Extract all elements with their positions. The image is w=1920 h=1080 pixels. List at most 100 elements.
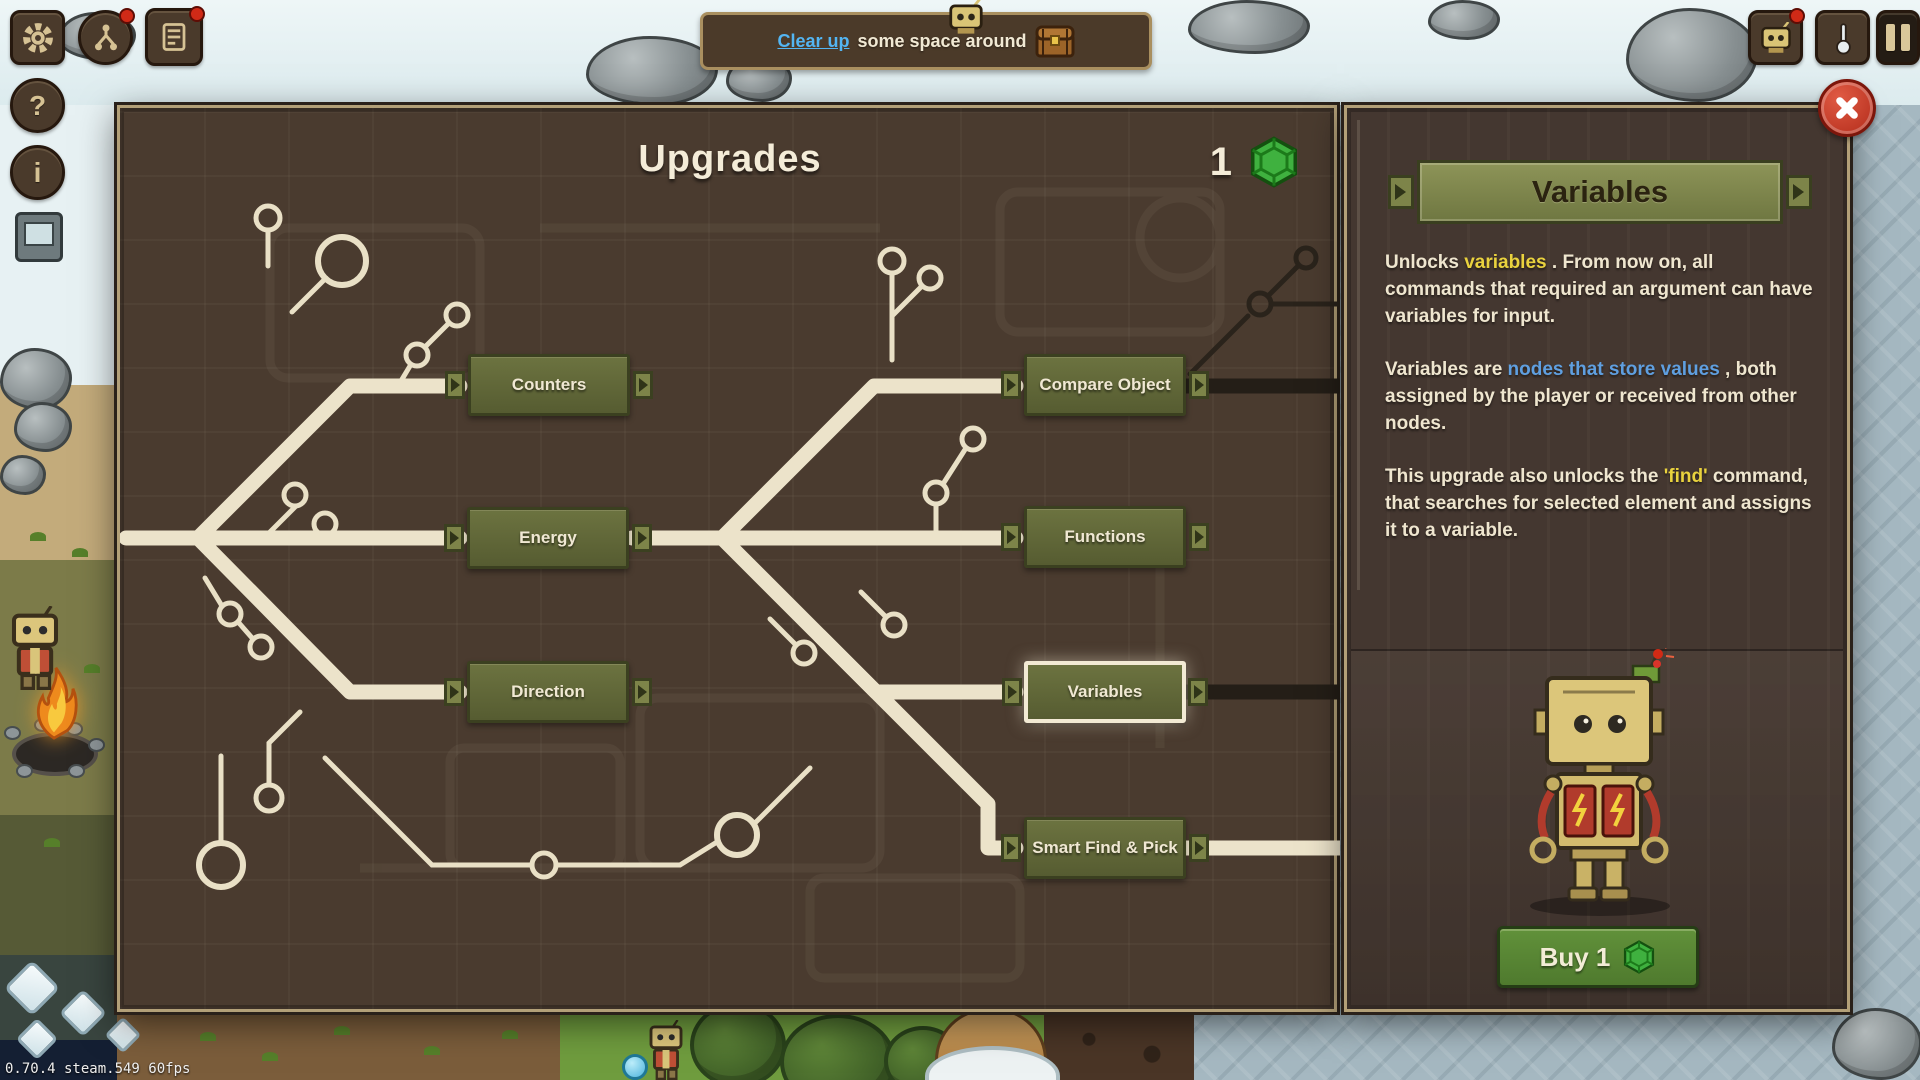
tree: [690, 1002, 786, 1080]
robot-character: [642, 1020, 690, 1080]
node-connector-tab: [633, 371, 653, 399]
grass-tuft: [334, 1026, 350, 1035]
detail-paragraph: Variables are nodes that store values , …: [1385, 358, 1797, 434]
rock: [1428, 0, 1500, 40]
node-label: Counters: [511, 375, 587, 394]
campfire-stone: [4, 726, 21, 740]
research-button[interactable]: [78, 8, 135, 65]
buy-button[interactable]: Buy 1: [1497, 926, 1699, 988]
campfire-stone: [88, 738, 105, 752]
upgrades-title: Upgrades: [638, 138, 822, 180]
node-label: Functions: [1064, 527, 1146, 546]
terrain-dirt-bottom: [117, 1012, 562, 1080]
rock: [0, 455, 46, 495]
node-connector-tab: [1189, 371, 1209, 399]
node-connector-tab: [444, 678, 464, 706]
node-connector-tab: [444, 524, 464, 552]
upgrade-node-direction[interactable]: Direction: [444, 661, 652, 723]
notification-dot: [1789, 8, 1805, 24]
terrain-dark-left: [0, 815, 117, 955]
chest-icon: [1035, 23, 1075, 59]
upgrade-node-smart-find-pick[interactable]: Smart Find & Pick: [1001, 817, 1209, 879]
grass-tuft: [502, 1030, 518, 1039]
pause-icon: [1886, 24, 1895, 51]
monument-display: [24, 222, 54, 246]
pause-icon: [1901, 24, 1910, 51]
tech-tree-icon: [94, 24, 117, 50]
close-icon: [1836, 97, 1858, 119]
upgrade-detail-panel: Variables Unlocks variables . From now o…: [1344, 105, 1850, 1012]
robot-illustration: [1529, 648, 1675, 916]
version-text: 0.70.4 steam.549 60fps: [5, 1061, 191, 1077]
robot-head-icon: [1758, 22, 1794, 54]
node-connector-tab: [1388, 175, 1414, 209]
node-label: Energy: [519, 528, 577, 547]
upgrade-node-functions[interactable]: Functions: [1001, 506, 1209, 568]
robot-character: [2, 606, 68, 690]
gear-icon: [22, 22, 53, 53]
terrain-soil-patch: [1044, 1012, 1194, 1080]
list-icon: [162, 23, 186, 51]
node-connector-tab: [1002, 678, 1022, 706]
rock: [0, 348, 72, 410]
grass-tuft: [84, 664, 100, 673]
robot-head-icon: [945, 0, 987, 35]
grass-tuft: [72, 548, 88, 557]
question-icon: ?: [28, 89, 47, 121]
gem-icon: [1248, 136, 1300, 188]
node-connector-tab: [632, 524, 652, 552]
temperature-button[interactable]: [1815, 10, 1870, 65]
detail-title-bar: Variables: [1388, 160, 1812, 224]
upgrade-node-counters[interactable]: Counters: [445, 354, 653, 416]
info-button[interactable]: i: [10, 145, 65, 200]
node-connector-tab: [1001, 523, 1021, 551]
blue-orb: [622, 1054, 648, 1080]
gem-icon: [1622, 940, 1656, 974]
campfire-stone: [16, 764, 33, 778]
settings-button[interactable]: [10, 10, 65, 65]
buy-button-label: Buy 1: [1539, 941, 1611, 972]
upgrade-node-compare-object[interactable]: Compare Object: [1001, 354, 1209, 416]
rock: [1832, 1008, 1920, 1080]
upgrades-panel: Upgrades 1: [117, 105, 1340, 1012]
node-label: Variables: [1067, 682, 1143, 701]
pause-button[interactable]: [1876, 10, 1920, 65]
notification-banner: Clear up some space around: [700, 12, 1152, 70]
rock: [14, 402, 72, 452]
grass-tuft: [44, 838, 60, 847]
node-connector-tab: [1189, 523, 1209, 551]
notification-dot: [189, 6, 205, 22]
notification-message: some space around: [857, 30, 1027, 51]
info-icon: i: [33, 156, 42, 188]
bot-status-button[interactable]: [1748, 8, 1805, 65]
detail-paragraph: Unlocks variables . From now on, all com…: [1385, 252, 1813, 327]
node-connector-tab: [1001, 371, 1021, 399]
campfire-stone: [68, 764, 85, 778]
node-connector-tab: [445, 371, 465, 399]
detail-paragraphs: Unlocks variables . From now on, all com…: [1385, 250, 1813, 571]
grass-tuft: [200, 1032, 216, 1041]
node-label: Direction: [511, 682, 585, 701]
node-label: Smart Find & Pick: [1032, 838, 1178, 857]
tasks-button[interactable]: [145, 6, 205, 66]
help-button[interactable]: ?: [10, 78, 65, 133]
upgrade-node-energy[interactable]: Energy: [444, 507, 652, 569]
detail-title: Variables: [1531, 174, 1669, 209]
upgrade-points-value: 1: [1209, 139, 1232, 184]
node-connector-tab: [1001, 834, 1021, 862]
upgrade-node-variables[interactable]: Variables: [1002, 661, 1208, 723]
grass-tuft: [424, 1046, 440, 1055]
rock: [586, 36, 718, 106]
notification-action-link[interactable]: Clear up: [777, 30, 850, 51]
node-connector-tab: [1188, 678, 1208, 706]
grass-tuft: [262, 1052, 278, 1061]
detail-paragraph: This upgrade also unlocks the 'find' com…: [1385, 465, 1812, 541]
grass-tuft: [30, 532, 46, 541]
thermometer-icon: [1835, 22, 1851, 54]
close-button[interactable]: [1818, 79, 1876, 137]
campfire-flames: [36, 666, 78, 740]
node-label: Compare Object: [1039, 375, 1171, 394]
node-connector-tab: [1189, 834, 1209, 862]
rock: [1188, 0, 1310, 54]
upgrade-points: 1: [1210, 136, 1300, 188]
